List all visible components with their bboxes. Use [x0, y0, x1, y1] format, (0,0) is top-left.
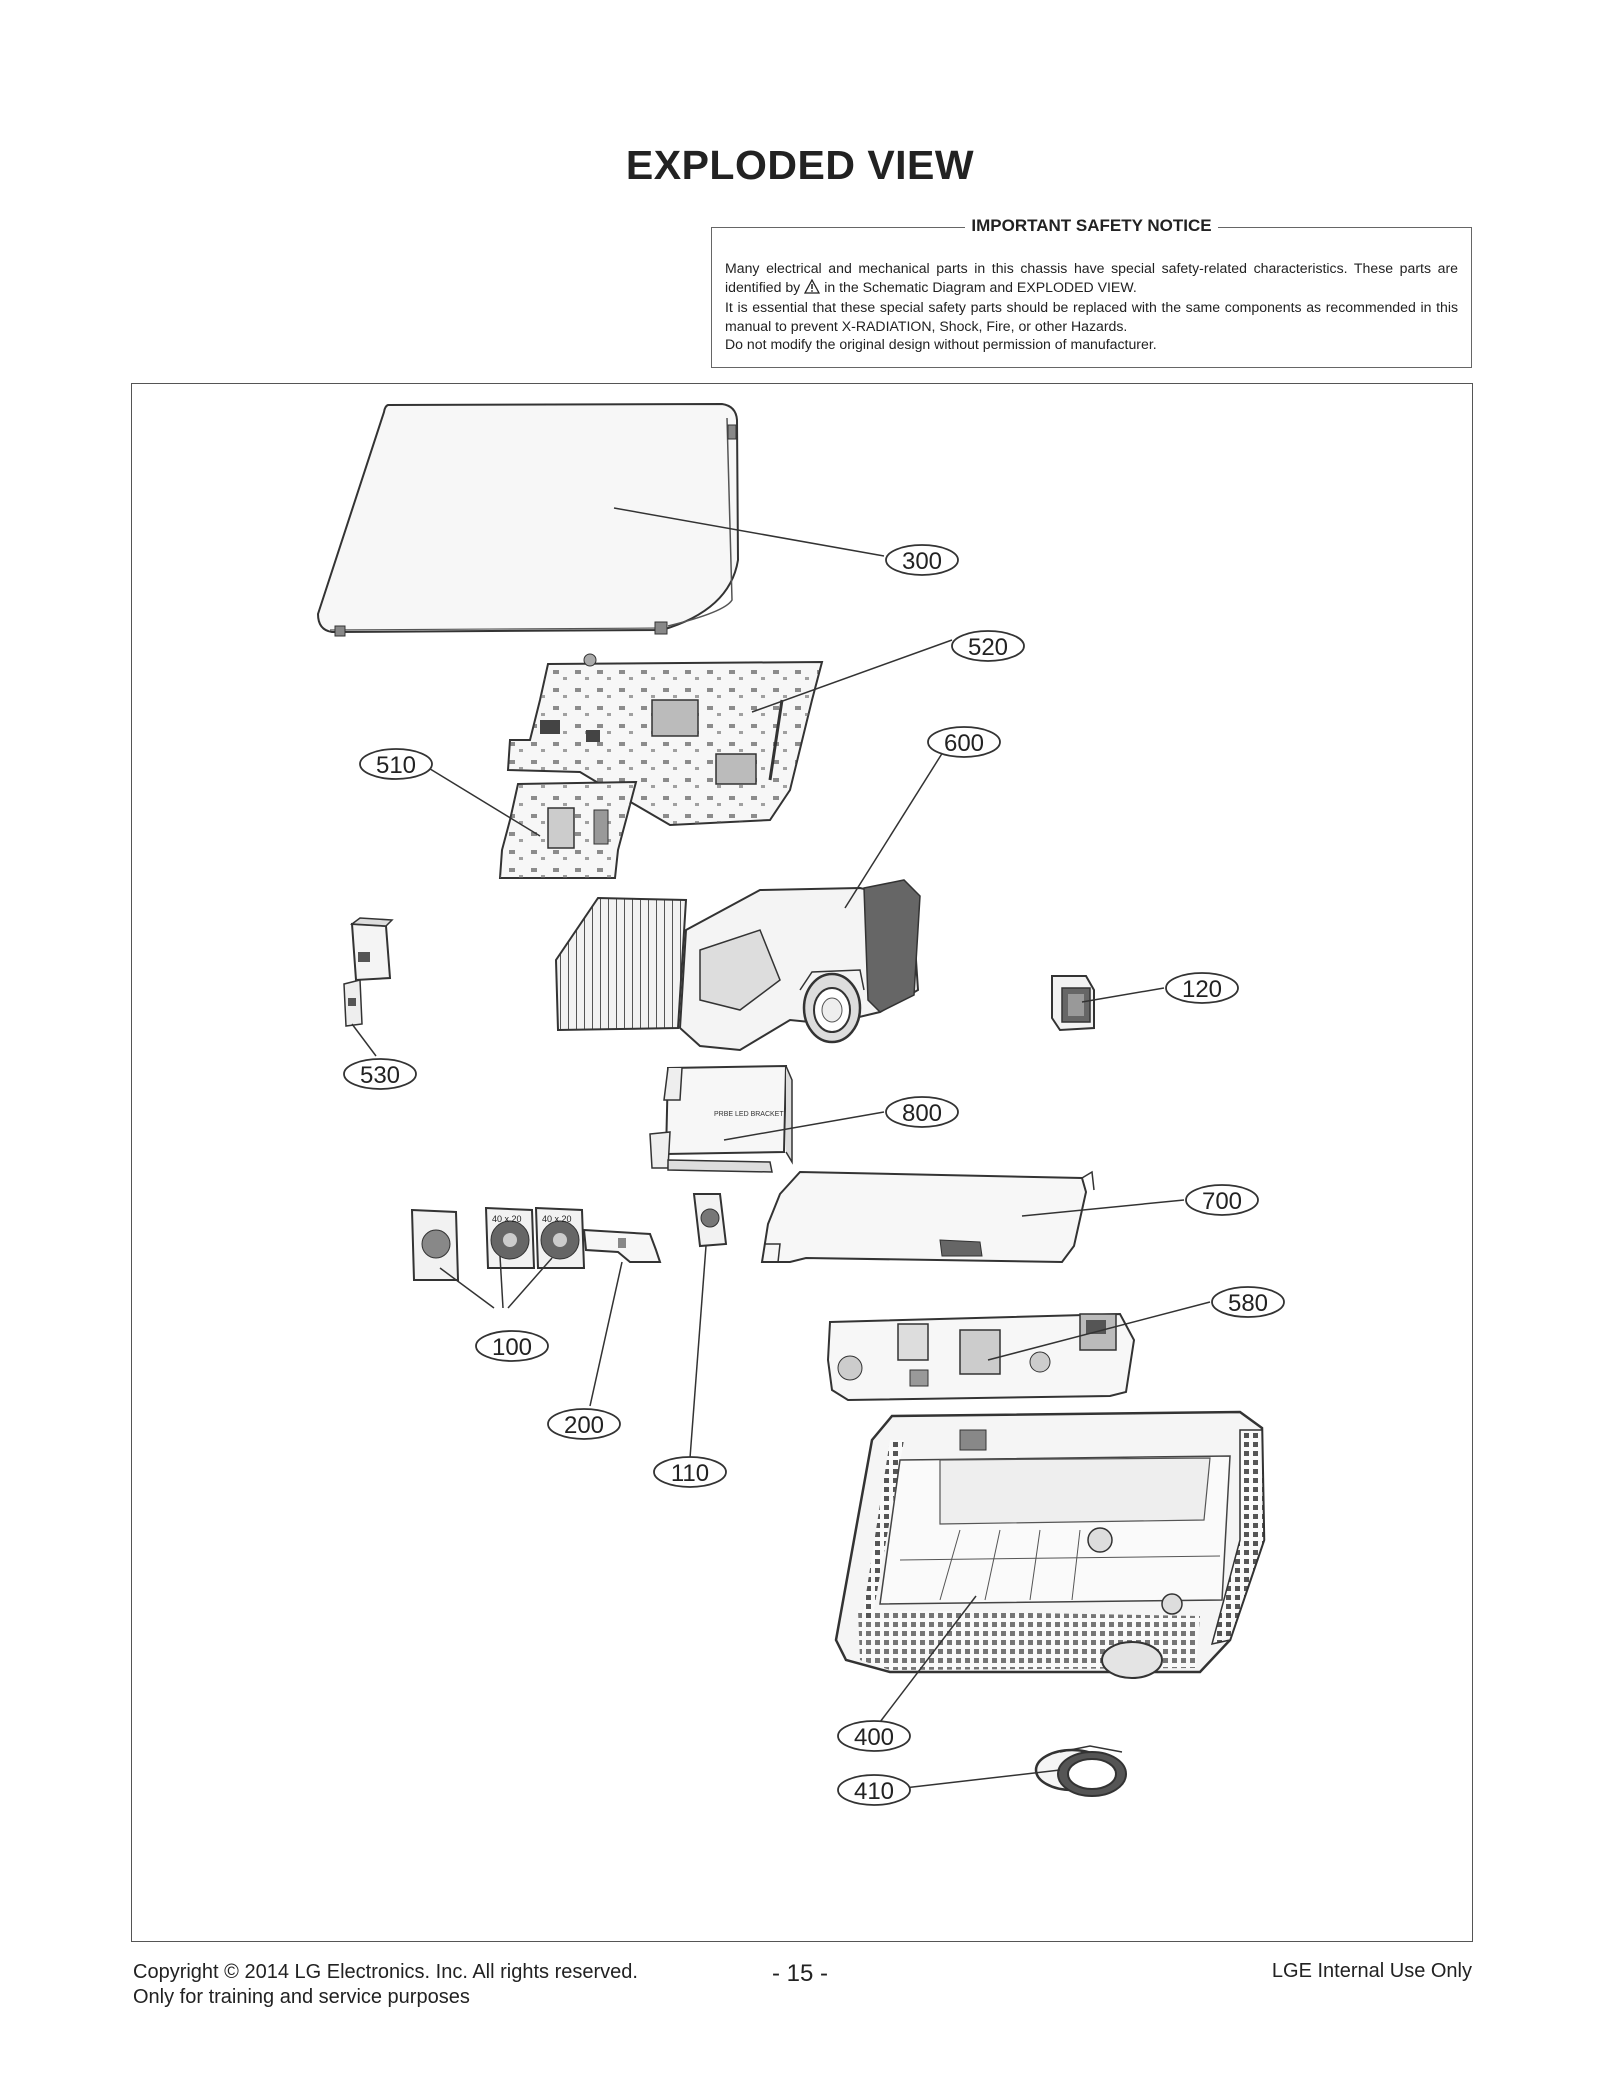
exploded-view-frame	[131, 383, 1473, 1942]
safety-notice-box: IMPORTANT SAFETY NOTICE Many electrical …	[711, 216, 1472, 368]
footer-copyright-line: Copyright © 2014 LG Electronics. Inc. Al…	[133, 1961, 638, 1983]
part-600-optical-engine	[554, 879, 921, 1052]
callout-580: 580	[1211, 1286, 1285, 1318]
svg-text:510: 510	[376, 752, 416, 779]
callout-410: 410	[837, 1774, 911, 1806]
callout-800: 800	[885, 1096, 959, 1128]
svg-text:200: 200	[564, 1412, 604, 1439]
callout-300: 300	[885, 544, 959, 576]
part-530-module	[343, 917, 394, 1027]
part-700-shield-plate	[760, 1170, 1095, 1264]
part-200-fan-duct	[582, 1228, 662, 1263]
part-510-sub-board	[498, 780, 638, 879]
part-120-block	[1051, 975, 1095, 1032]
svg-text:600: 600	[944, 730, 984, 757]
svg-text:300: 300	[902, 548, 942, 575]
page-title: EXPLODED VIEW	[625, 142, 975, 188]
callout-200: 200	[547, 1408, 621, 1440]
safety-notice-paragraph-3: Do not modify the original design withou…	[725, 336, 1157, 352]
part-400-bottom-chassis	[834, 1410, 1266, 1679]
callout-120: 120	[1165, 972, 1239, 1004]
callout-100: 100	[475, 1330, 549, 1362]
callout-110: 110	[653, 1456, 727, 1488]
part-110-bracket	[692, 1193, 728, 1248]
part-100-fans: 40 x 20 40 x 20	[410, 1206, 586, 1281]
svg-text:520: 520	[968, 634, 1008, 661]
safety-notice-paragraph-1: Many electrical and mechanical parts in …	[725, 259, 1458, 298]
svg-text:120: 120	[1182, 976, 1222, 1003]
bracket-label-stamp: PRBE LED BRACKET	[714, 1111, 784, 1118]
fan-a-size-stamp: 40 x 20	[492, 1214, 522, 1224]
footer-purpose-line: Only for training and service purposes	[133, 1986, 470, 2008]
callout-400: 400	[837, 1720, 911, 1752]
part-580-power-board	[826, 1312, 1136, 1402]
svg-text:580: 580	[1228, 1290, 1268, 1317]
part-410-lens-ring	[1034, 1745, 1127, 1797]
callout-520: 520	[951, 630, 1025, 662]
part-800-led-bracket: PRBE LED BRACKET	[649, 1064, 793, 1173]
callout-510: 510	[359, 748, 433, 780]
callout-600: 600	[927, 726, 1001, 758]
footer-copyright: Copyright © 2014 LG Electronics. Inc. Al…	[133, 1960, 638, 2010]
leader-lines	[351, 507, 1211, 1789]
callout-700: 700	[1185, 1184, 1259, 1216]
svg-text:400: 400	[854, 1724, 894, 1751]
svg-text:700: 700	[1202, 1188, 1242, 1215]
safety-notice-paragraph-2: It is essential that these special safet…	[725, 299, 1458, 334]
svg-text:410: 410	[854, 1778, 894, 1805]
callout-530: 530	[343, 1058, 417, 1090]
footer-internal-use: LGE Internal Use Only	[1271, 1960, 1472, 1982]
safety-notice-title: IMPORTANT SAFETY NOTICE	[712, 216, 1471, 236]
svg-text:530: 530	[360, 1062, 400, 1089]
part-300-top-cover	[316, 402, 740, 637]
svg-text:800: 800	[902, 1100, 942, 1127]
safety-notice-body: Many electrical and mechanical parts in …	[725, 259, 1458, 354]
warning-triangle-icon	[804, 278, 821, 299]
svg-text:100: 100	[492, 1334, 532, 1361]
fan-b-size-stamp: 40 x 20	[542, 1214, 572, 1224]
svg-text:110: 110	[671, 1460, 709, 1487]
footer-page-number: - 15 -	[771, 1960, 828, 1987]
